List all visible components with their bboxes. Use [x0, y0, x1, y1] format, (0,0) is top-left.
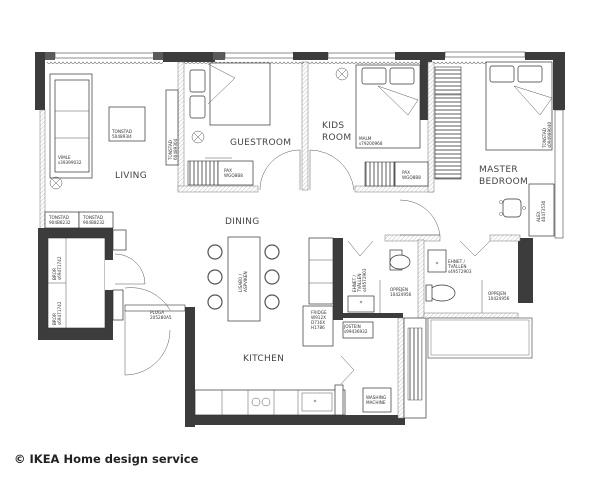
svg-text:GUESTROOM: GUESTROOM — [230, 138, 291, 148]
svg-text:504893l4: 504893l4 — [112, 134, 132, 139]
pax-wardrobe-master — [434, 66, 462, 180]
storage-room: BROR s69471742 BROR s69471742 PLOGA 2052… — [48, 229, 172, 376]
bathroom-2: EHNET / TVÄLLEN s49572903 OPPEJEN 104249… — [423, 240, 519, 319]
guestroom: PAX WGQ8B8 GUESTROOM — [187, 62, 301, 191]
svg-text:EHNET /: EHNET / — [352, 275, 357, 292]
svg-text:D716X: D716X — [311, 320, 325, 325]
svg-text:s99436932: s99436932 — [344, 329, 368, 334]
svg-text:WASHING: WASHING — [366, 395, 386, 400]
svg-text:TONSTAD: TONSTAD — [82, 215, 103, 220]
bathroom-1: EHNET / TVÄLLEN s49572903 OPPEJEN 104249… — [347, 240, 412, 313]
svg-text:s49572903: s49572903 — [362, 268, 367, 292]
svg-text:ALEX: ALEX — [536, 211, 541, 222]
svg-text:EHNET /: EHNET / — [448, 259, 465, 264]
svg-text:s49572903: s49572903 — [448, 269, 472, 274]
svg-text:ROOM: ROOM — [322, 133, 351, 143]
svg-text:WGQ8B8: WGQ8B8 — [224, 173, 243, 178]
svg-text:904B8232: 904B8232 — [83, 220, 105, 225]
ceiling-lamp-icon — [335, 67, 349, 81]
svg-text:PAX: PAX — [224, 168, 232, 173]
walls — [35, 51, 565, 427]
alex-desk — [528, 183, 555, 237]
fridge — [302, 305, 334, 347]
svg-text:BEDROOM: BEDROOM — [479, 177, 528, 187]
svg-text:PAX: PAX — [402, 170, 410, 175]
svg-text:s69471742: s69471742 — [57, 256, 62, 280]
svg-text:LIVING: LIVING — [115, 171, 147, 181]
svg-text:WGQ8B8: WGQ8B8 — [402, 175, 421, 180]
svg-text:LISABO /: LISABO / — [238, 273, 243, 292]
svg-text:KIDS: KIDS — [322, 121, 344, 131]
svg-text:OPPEJEN: OPPEJEN — [488, 291, 506, 296]
pax-wardrobe-guest — [187, 160, 219, 186]
kitchen: KITCHEN FRIDGE W912X D716X H1786 JOSTEIN… — [194, 305, 427, 419]
svg-text:BROR: BROR — [52, 313, 57, 325]
svg-text:OPPEJEN: OPPEJEN — [390, 287, 408, 292]
svg-text:MALM: MALM — [359, 136, 372, 141]
pax-wardrobe-kids — [364, 161, 396, 187]
svg-text:s79200968: s79200968 — [359, 141, 383, 146]
svg-text:MASTER: MASTER — [479, 165, 518, 175]
copyright-text: © IKEA Home design service — [14, 452, 199, 466]
sink-icon — [301, 392, 333, 412]
office-chair-icon — [499, 198, 526, 218]
svg-text:TONSTAD: TONSTAD — [111, 129, 132, 134]
svg-text:s39399032: s39399032 — [58, 160, 82, 165]
svg-text:MACHINE: MACHINE — [366, 400, 386, 405]
svg-text:60489304: 60489304 — [173, 138, 178, 160]
svg-text:TONSTAD: TONSTAD — [542, 128, 547, 149]
dining-area: DINING LISABO / ASPVIKEN — [207, 217, 334, 322]
guest-bed — [209, 62, 271, 126]
svg-text:W912X: W912X — [311, 315, 326, 320]
tonstad-cabinet-right — [78, 211, 114, 229]
svg-text:PLOGA: PLOGA — [150, 310, 164, 315]
svg-text:TONSTAD: TONSTAD — [168, 140, 173, 161]
living-room: VIMLE s39399032 TONSTAD 504893l4 TONSTAD… — [44, 73, 179, 229]
ceiling-lamp-icon — [191, 130, 205, 144]
svg-text:KITCHEN: KITCHEN — [243, 354, 284, 364]
svg-text:s69471742: s69471742 — [57, 301, 62, 325]
svg-text:BROR: BROR — [52, 268, 57, 280]
stove-icon — [251, 397, 271, 407]
kitchen-island-cabinets — [308, 237, 334, 305]
tonstad-coffee-table — [108, 106, 146, 142]
svg-text:JOSTEIN: JOSTEIN — [343, 324, 361, 329]
balcony — [427, 317, 533, 359]
svg-text:10424956: 10424956 — [488, 296, 510, 301]
svg-text:H1786: H1786 — [311, 325, 325, 330]
svg-text:VIMLE: VIMLE — [58, 155, 71, 160]
svg-text:FRIDGE: FRIDGE — [311, 310, 327, 315]
kids-room: MALM s79200968 PAX WGQ8B8 KIDS ROOM — [309, 64, 429, 191]
svg-text:TONSTAD: TONSTAD — [48, 215, 69, 220]
svg-text:DINING: DINING — [225, 217, 259, 227]
chair-icon — [207, 244, 280, 310]
washing-machine — [362, 387, 392, 413]
svg-text:s094989040: s094989040 — [547, 122, 552, 148]
svg-text:TVÄLLEN: TVÄLLEN — [357, 274, 362, 293]
svg-text:205280A5: 205280A5 — [150, 315, 172, 320]
svg-text:ASPVIKEN: ASPVIKEN — [243, 271, 248, 292]
tonstad-tv-unit — [165, 89, 179, 166]
svg-text:904B8232: 904B8232 — [49, 220, 71, 225]
master-bedroom: TONSTAD s094989040 MASTER BEDROOM ALEX 4… — [399, 61, 555, 237]
svg-text:TVÄLLEN: TVÄLLEN — [447, 264, 466, 269]
svg-text:10424956: 10424956 — [390, 292, 412, 297]
jostein-shelf — [342, 321, 374, 339]
ceiling-lamp-icon — [49, 176, 63, 190]
dining-table — [227, 236, 261, 322]
svg-text:40473530: 40473530 — [541, 200, 546, 222]
curtains — [46, 61, 547, 64]
